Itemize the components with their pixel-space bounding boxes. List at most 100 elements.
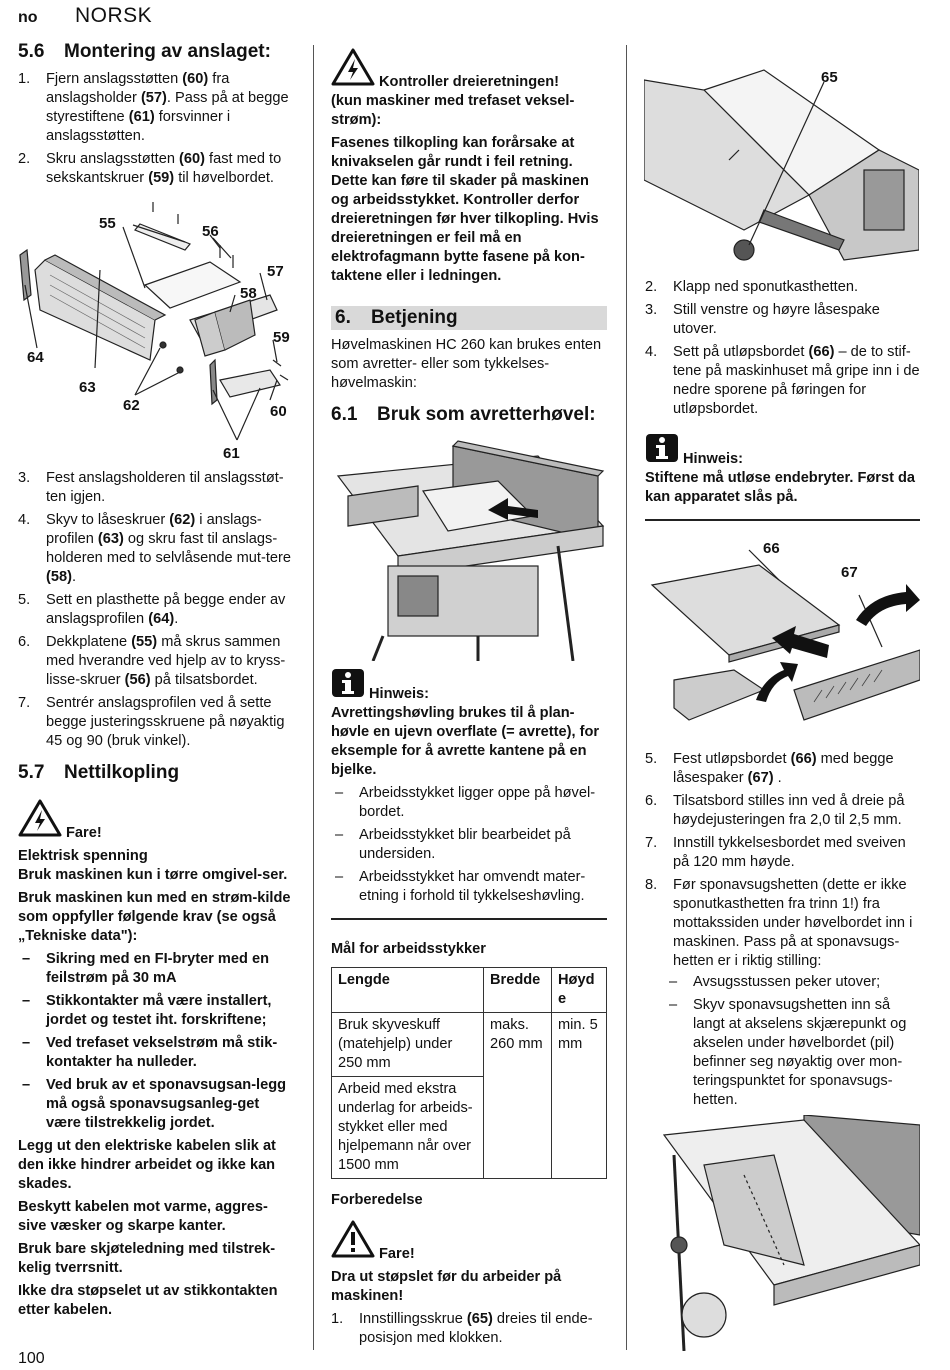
- table-row: Bruk skyveskuff (matehjelp) under 250 mm…: [331, 1012, 607, 1179]
- callout-65: 65: [821, 69, 838, 86]
- fence-assembly-figure: 55 56 57 58 59 60 61 62 63 64: [15, 200, 300, 462]
- paragraph: Legg ut den elektriske kabelen slik at d…: [18, 1138, 276, 1192]
- table-row: Arbeid med ekstra underlag for arbeids-s…: [331, 1076, 607, 1179]
- danger-label: Fare!: [379, 1246, 415, 1262]
- step-text: Still venstre og høyre låsespake utover.: [673, 302, 880, 337]
- bullet-item: Arbeidsstykket blir bearbeidet på unders…: [331, 826, 607, 864]
- step-item: 2.Klapp ned sponutkasthetten.: [645, 278, 920, 297]
- column-1-lower: 3.Fest anslagsholderen til anslagsstøt-t…: [18, 469, 296, 1324]
- step-item: 8.Før sponavsugshetten (dette er ikke sp…: [645, 876, 920, 971]
- bullet-item: Sikring med en FI-bryter med en feilstrø…: [18, 950, 296, 988]
- bullet-item: Arbeidsstykket ligger oppe på høvel-bord…: [331, 784, 607, 822]
- step-number: 5.: [645, 751, 658, 767]
- planer-knob-figure: 65: [643, 60, 920, 275]
- note-label: Hinweis:: [683, 451, 744, 467]
- bullet-item: Stikkontakter må være installert, jordet…: [18, 992, 296, 1030]
- step-text: Fest anslagsholderen til anslagsstøt-ten…: [46, 470, 284, 505]
- steps-list: 1.Innstillingsskrue (65) dreies til ende…: [331, 1310, 607, 1348]
- step-item: 1.Innstillingsskrue (65) dreies til ende…: [331, 1311, 593, 1346]
- page-header-title: NORSK: [75, 4, 153, 27]
- warning-title: Kontroller dreieretningen!: [379, 74, 560, 90]
- step-number: 6.: [18, 634, 31, 650]
- callout-61: 61: [223, 445, 240, 462]
- callout-63: 63: [79, 379, 96, 396]
- step-text: Skyv to låseskruer (62) i anslags-profil…: [46, 512, 291, 585]
- callout-58: 58: [240, 285, 257, 302]
- section-intro: Høvelmaskinen HC 260 kan brukes enten so…: [331, 337, 602, 391]
- step-text: Skru anslagsstøtten (60) fast med to sek…: [46, 151, 282, 186]
- column-3-lower: 5. Fest utløpsbordet (66) med begge låses…: [645, 750, 920, 1114]
- paragraph: Bruk maskinen kun i tørre omgivel-ser.: [18, 867, 288, 883]
- table-cell: Bruk skyveskuff (matehjelp) under 250 mm: [331, 1012, 484, 1077]
- paragraph: Ikke dra støpselet ut av stikkontakten e…: [18, 1283, 278, 1318]
- callout-67: 67: [841, 564, 858, 581]
- step-item: 7. Sentrér anslagsprofilen ved å sette be…: [18, 694, 296, 751]
- step-item: 4.Skyv to låseskruer (62) i anslags-prof…: [18, 511, 296, 587]
- step-number: 8.: [645, 877, 658, 893]
- warning-icon: [331, 48, 375, 92]
- callout-64: 64: [27, 349, 44, 366]
- step-text: Innstill tykkelsesbordet med sveiven på …: [673, 835, 906, 870]
- callout-66: 66: [763, 540, 780, 557]
- step-text: Sentrér anslagsprofilen ved å sette begg…: [46, 695, 285, 749]
- bullet-item: Ved bruk av et sponavsugsan-legg må også…: [18, 1076, 296, 1133]
- step-number: 3.: [645, 302, 658, 318]
- step-text: Sett på utløpsbordet (66) – de to stif-t…: [673, 344, 920, 417]
- column-2-mid: Hinweis: Avrettingshøvling brukes til å …: [331, 668, 607, 1352]
- step-number: 5.: [18, 592, 31, 608]
- warning-body: Fasenes tilkopling kan forårsake at kniv…: [331, 135, 599, 284]
- info-icon: [645, 433, 679, 469]
- info-icon: [331, 668, 365, 704]
- table-header-cell: Lengde: [331, 967, 484, 1013]
- steps-list: 2.Klapp ned sponutkasthetten. 3. Still ven…: [645, 278, 920, 419]
- jointer-figure: [328, 436, 606, 662]
- bullet-item: Arbeidsstykket har omvendt mater-etning …: [331, 868, 607, 906]
- step-text: Fest utløpsbordet (66) med begge låsespa…: [673, 751, 894, 786]
- step-item: 6.Dekkplatene (55) må skrus sammen med h…: [18, 633, 296, 690]
- paragraph: Bruk maskinen kun med en strøm-kilde som…: [18, 890, 291, 944]
- danger-subtitle: Elektrisk spenning: [18, 848, 148, 864]
- step-item: 3.Fest anslagsholderen til anslagsstøt-t…: [18, 469, 296, 507]
- steps-list: 1.Fjern anslagsstøtten (60) fra anslagsh…: [18, 70, 296, 188]
- callout-55: 55: [99, 215, 116, 232]
- callout-59: 59: [273, 329, 290, 346]
- danger-notice-header: Fare!: [18, 799, 296, 843]
- callout-57: 57: [267, 263, 284, 280]
- divider-rule: [645, 519, 920, 521]
- step-number: 2.: [18, 151, 31, 167]
- step-item: 5.Sett en plasthette på begge ender av a…: [18, 591, 296, 629]
- subsection-title: Forberedelse: [331, 1192, 423, 1208]
- bullet-item: Avsugsstussen peker utover;: [665, 973, 920, 992]
- requirements-list: Sikring med en FI-bryter med en feilstrø…: [18, 950, 296, 1133]
- steps-list: 3.Fest anslagsholderen til anslagsstøt-t…: [18, 469, 296, 751]
- danger-label: Fare!: [66, 825, 102, 841]
- rotation-warning-header: Kontroller dreieretningen!: [331, 48, 607, 92]
- warning-subtitle: (kun maskiner med trefaset veksel-strøm)…: [331, 93, 575, 128]
- section-heading-6: 6.Betjening: [331, 306, 607, 330]
- outfeed-table-figure: 66 67: [644, 530, 921, 740]
- step-text: Fjern anslagsstøtten (60) fra anslagshol…: [46, 71, 289, 144]
- table-header-cell: Høyd e: [551, 967, 607, 1013]
- paragraph: Bruk bare skjøteledning med tilstrek-kel…: [18, 1241, 276, 1276]
- note-label: Hinweis:: [369, 686, 430, 702]
- step-number: 4.: [645, 344, 658, 360]
- page-number: 100: [18, 1350, 45, 1367]
- language-code: no: [18, 9, 38, 26]
- table-cell: Arbeid med ekstra underlag for arbeids-s…: [331, 1076, 484, 1179]
- step-item: 3. Still venstre og høyre låsespake utove…: [645, 301, 920, 339]
- table-cell: min. 5 mm: [551, 1012, 607, 1179]
- step-item: 1.Fjern anslagsstøtten (60) fra anslagsh…: [18, 70, 296, 146]
- step-item: 2. Skru anslagsstøtten (60) fast med to s…: [18, 150, 296, 188]
- step-number: 7.: [18, 695, 31, 711]
- warning-icon: [18, 799, 62, 843]
- divider-rule: [331, 918, 607, 920]
- column-2: Kontroller dreieretningen! (kun maskiner…: [331, 48, 607, 427]
- callout-60: 60: [270, 403, 287, 420]
- workpiece-bullet-list: Arbeidsstykket ligger oppe på høvel-bord…: [331, 784, 607, 906]
- note-body: Avrettingshøvling brukes til å plan-høvl…: [331, 705, 600, 778]
- column-divider: [313, 45, 314, 1350]
- step-item: 4. Sett på utløpsbordet (66) – de to stif…: [645, 343, 920, 419]
- column-divider: [626, 45, 627, 1350]
